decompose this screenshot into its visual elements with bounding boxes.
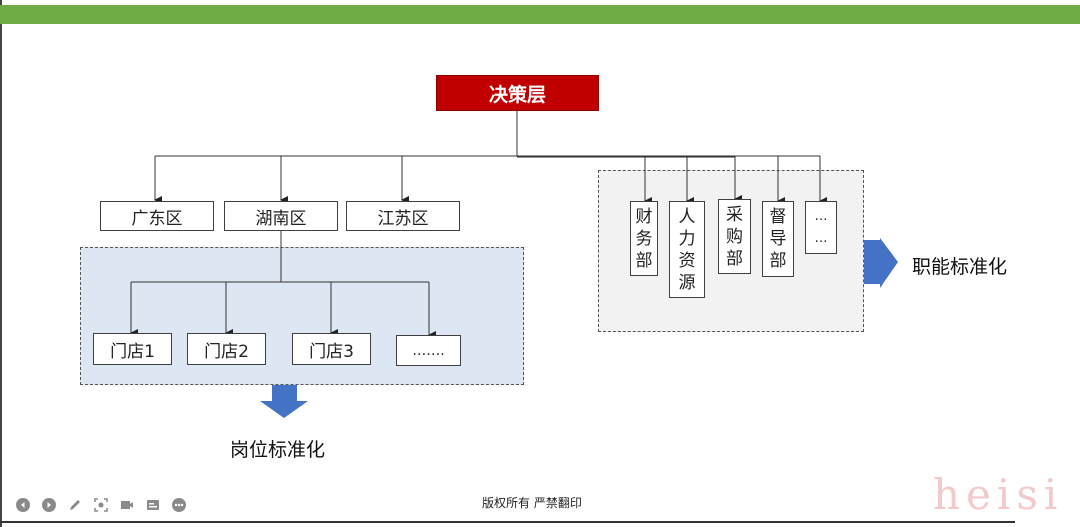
- dept-char: 采: [726, 204, 743, 225]
- dept-node-supervision: 督 导 部: [762, 201, 794, 277]
- dept-char: 源: [678, 272, 696, 293]
- down-arrow-icon: [260, 385, 308, 418]
- dept-char: …: [814, 230, 828, 246]
- watermark: heisi: [933, 470, 1064, 519]
- dept-char: 导: [769, 229, 787, 249]
- copyright-notice: 版权所有 严禁翻印: [482, 496, 582, 510]
- dept-node-finance: 财 务 部: [630, 201, 658, 276]
- frame-left-border: [0, 0, 2, 527]
- dept-char: 部: [635, 250, 653, 271]
- dept-char: 购: [726, 226, 743, 247]
- screenshot-icon[interactable]: [92, 496, 109, 513]
- presentation-toolbar: [14, 496, 187, 513]
- dept-char: 资: [678, 250, 696, 271]
- dept-char: 督: [769, 207, 787, 227]
- region-node-guangdong: 广东区: [100, 201, 214, 231]
- dept-char: 部: [726, 248, 743, 269]
- dept-char: 财: [635, 206, 653, 227]
- root-node-decision-layer: 决策层: [436, 75, 599, 111]
- dept-node-hr: 人 力 资 源: [669, 201, 705, 298]
- store-node-3: 门店3: [292, 333, 371, 365]
- dept-char: 人: [678, 206, 696, 227]
- region-node-jiangsu: 江苏区: [346, 201, 460, 231]
- subtitle-icon[interactable]: [144, 496, 161, 513]
- title-bar-accent: [0, 5, 1080, 24]
- region-node-hunan: 湖南区: [224, 201, 338, 231]
- dept-node-more: … …: [805, 201, 837, 254]
- frame-bottom-border: [0, 521, 1015, 523]
- pen-icon[interactable]: [66, 496, 83, 513]
- store-node-more: …….: [396, 335, 461, 366]
- camera-icon[interactable]: [118, 496, 135, 513]
- dept-char: …: [814, 208, 828, 224]
- dept-char: 务: [635, 228, 653, 249]
- position-standardization-label: 岗位标准化: [230, 439, 326, 461]
- prev-icon[interactable]: [14, 496, 31, 513]
- dept-char: 部: [769, 251, 787, 271]
- dept-node-purchase: 采 购 部: [718, 199, 751, 274]
- store-node-2: 门店2: [187, 333, 266, 365]
- next-icon[interactable]: [40, 496, 57, 513]
- dept-char: 力: [678, 228, 696, 249]
- more-icon[interactable]: [170, 496, 187, 513]
- function-standardization-label: 职能标准化: [912, 256, 1008, 278]
- store-node-1: 门店1: [93, 333, 172, 365]
- right-arrow-icon: [864, 238, 898, 288]
